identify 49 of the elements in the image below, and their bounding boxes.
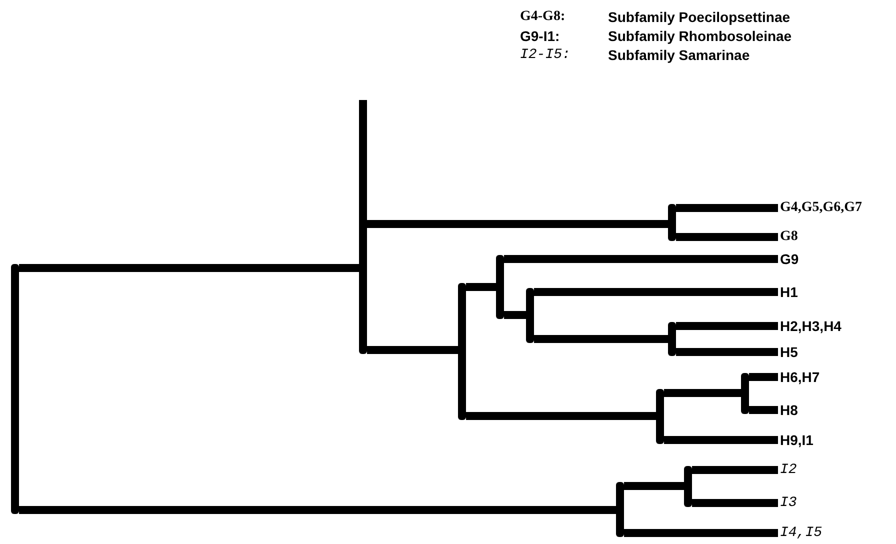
tree-branch [664,389,741,397]
tree-branch [676,233,778,241]
tree-branch [19,264,359,272]
junction-bar [684,466,692,507]
group-range-label: I2-I5: [520,46,570,64]
tree-branch [749,406,778,414]
tree-branch [19,506,616,514]
tree-branch [367,220,668,228]
tree-branch [466,283,496,291]
junction-bar [11,264,19,514]
tree-branch [466,412,656,420]
taxon-label: I2 [780,461,797,479]
junction-bar [656,389,664,444]
taxon-label: H2,H3,H4 [780,317,842,335]
tree-branch [367,346,458,354]
junction-bar [668,322,676,356]
taxon-label: G4,G5,G6,G7 [780,199,862,217]
taxon-label: H8 [780,401,798,419]
tree-branch [624,482,684,490]
junction-bar [496,255,504,319]
tree-branch [504,311,526,319]
junction-bar [668,204,676,241]
taxon-label: I3 [780,494,797,512]
tree-branch [534,335,668,343]
taxon-label: I4,I5 [780,524,822,542]
subfamily-name: Subfamily Rhombosoleinae [608,27,792,45]
tree-branch [676,348,778,356]
tree-branch [676,322,778,330]
junction-bar [741,373,749,414]
group-range-label: G9-I1: [520,27,560,45]
taxon-label: H9,I1 [780,431,814,449]
tree-branch [692,499,778,507]
tree-branch [504,255,778,263]
tree-branch [692,466,778,474]
junction-bar [458,283,466,420]
taxon-label: G8 [780,228,798,246]
tree-branch [664,436,778,444]
taxon-label: H5 [780,343,798,361]
group-range-label: G4-G8: [520,8,566,26]
tree-branch [749,373,778,381]
subfamily-name: Subfamily Samarinae [608,46,750,64]
junction-bar [526,288,534,343]
taxon-label: H1 [780,283,798,301]
junction-bar [616,482,624,537]
taxon-label: H6,H7 [780,368,820,386]
tree-branch [676,204,778,212]
tree-branch [624,529,778,537]
taxon-label: G9 [780,250,799,268]
subfamily-name: Subfamily Poecilopsettinae [608,8,790,26]
